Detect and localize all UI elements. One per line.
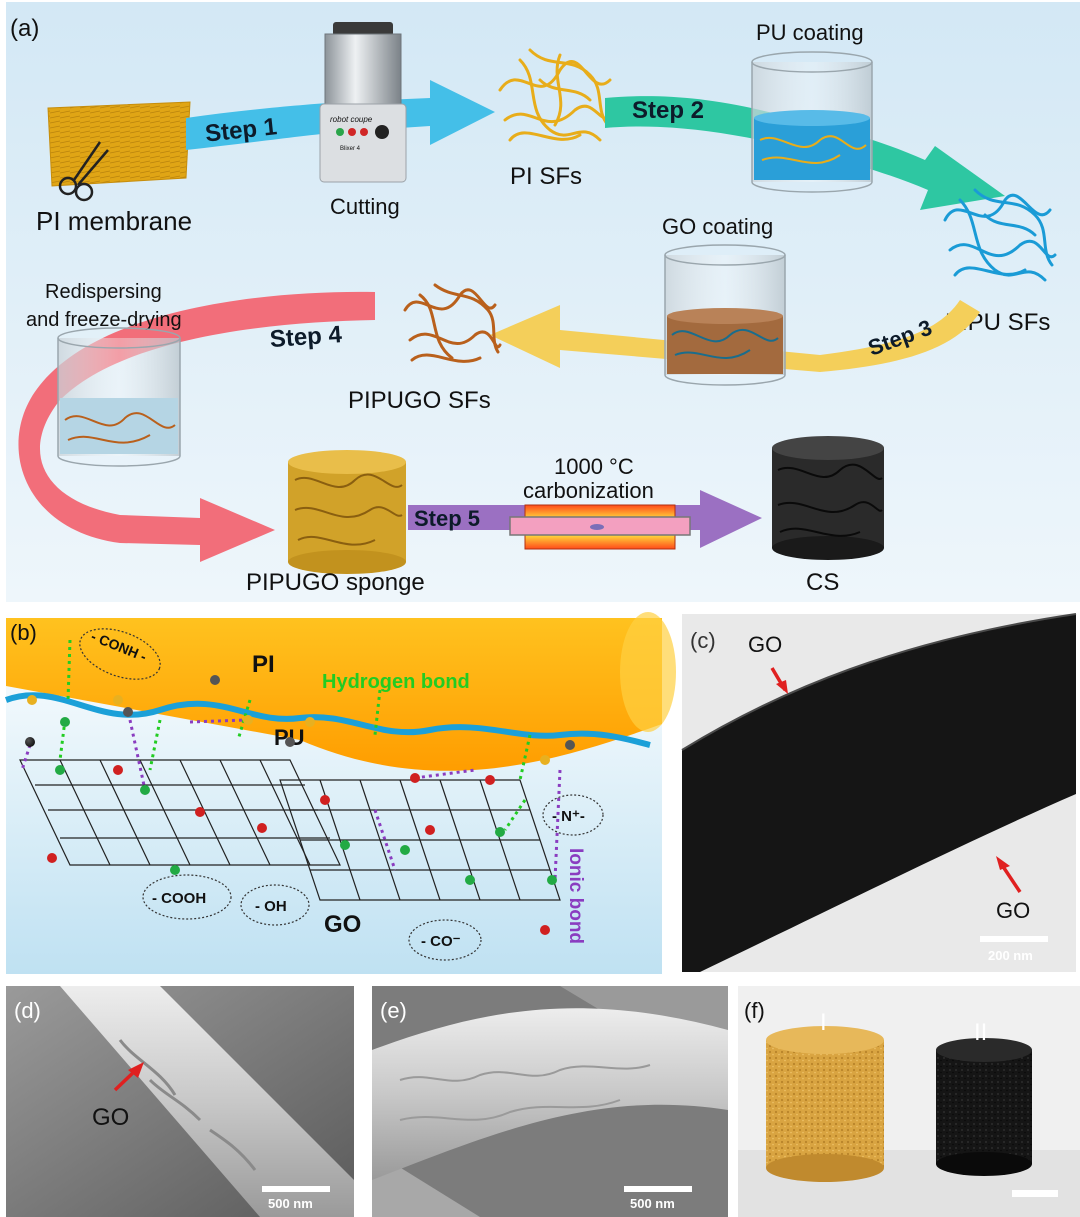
pu-coating-beaker: PU coating xyxy=(751,20,873,193)
go-label-d: GO xyxy=(92,1104,129,1131)
pi-sfs-label: PI SFs xyxy=(510,163,582,190)
step-5-label: Step 5 xyxy=(414,506,480,531)
scale-label-c: 200 nm xyxy=(988,948,1033,963)
arrow-c-top-head xyxy=(776,680,788,694)
pipugo-sfs-label: PIPUGO SFs xyxy=(348,387,491,414)
pi-sfs-cluster xyxy=(498,48,617,142)
redispersing-beaker: Redispersing and freeze-drying xyxy=(26,281,182,467)
co-label: - CO⁻ xyxy=(421,933,461,950)
label-i: I xyxy=(820,1009,827,1036)
pipugo-sfs-cluster xyxy=(403,283,502,363)
ionic-bonds xyxy=(20,718,562,881)
cs-carbon-sponge: CS xyxy=(772,436,884,596)
blender-button-red-2 xyxy=(360,128,368,136)
panel-a: (a) PI membrane Step 1 robot coupe xyxy=(6,2,1080,602)
pipugo-sponge: PIPUGO sponge xyxy=(246,450,425,596)
panel-f-label: (f) xyxy=(744,998,765,1023)
carbonization-furnace: 1000 °C carbonization xyxy=(509,454,691,550)
blender-button-green xyxy=(336,128,344,136)
nplus-label: - N⁺- xyxy=(552,808,585,825)
blender-button-red-1 xyxy=(348,128,356,136)
temperature-label: 1000 °C xyxy=(554,454,634,479)
pi-membrane: PI membrane xyxy=(36,101,192,236)
scale-label-d: 500 nm xyxy=(268,1196,313,1211)
nplus-outline xyxy=(542,794,604,836)
go-coating-label: GO coating xyxy=(662,214,773,239)
scale-bar-c xyxy=(980,936,1048,942)
blender-brand: robot coupe xyxy=(330,115,373,124)
panel-d: (d) GO 500 nm xyxy=(6,986,354,1217)
scissors-icon xyxy=(58,141,109,202)
oh-outline xyxy=(240,884,310,926)
arrow-c-bottom-head xyxy=(996,856,1010,870)
oh-label: - OH xyxy=(255,898,287,915)
co-outline xyxy=(408,919,482,961)
blender-dial xyxy=(375,125,389,139)
panel-f: (f) I II xyxy=(738,986,1080,1217)
pipugo-sponge-label: PIPUGO sponge xyxy=(246,569,425,596)
panel-b-label: (b) xyxy=(10,620,37,645)
carbonization-label: carbonization xyxy=(523,478,654,503)
pu-coating-label: PU coating xyxy=(756,20,864,45)
sem-fiber-d xyxy=(60,986,354,1217)
atoms xyxy=(25,675,575,935)
scale-bar-e xyxy=(624,1186,692,1192)
go-label-c-bottom: GO xyxy=(996,898,1030,923)
go-label-c-top: GO xyxy=(748,632,782,657)
panel-b: (b) PI - CONH - Hydrogen bond PU xyxy=(4,610,676,974)
conh-group-outline xyxy=(79,628,161,680)
label-ii: II xyxy=(974,1019,987,1046)
pi-label: PI xyxy=(252,651,275,678)
panel-e-label: (e) xyxy=(380,998,407,1023)
blender-model: Blixer 4 xyxy=(340,146,361,152)
sem-fiber-e-texture xyxy=(399,1064,651,1121)
panel-d-label: (d) xyxy=(14,998,41,1023)
go-coating-beaker: GO coating xyxy=(662,214,786,386)
go-label-b: GO xyxy=(324,911,361,938)
scale-label-e: 500 nm xyxy=(630,1196,675,1211)
step-2-label: Step 2 xyxy=(632,97,704,124)
pipu-sfs-cluster xyxy=(943,188,1057,282)
cooh-label: - COOH xyxy=(152,890,206,907)
panel-c-label: (c) xyxy=(690,628,716,653)
sponge-i xyxy=(766,1026,884,1182)
panel-a-label: (a) xyxy=(10,15,39,42)
sem-fiber-d-texture xyxy=(118,1039,257,1171)
cooh-outline xyxy=(142,874,232,920)
cs-label: CS xyxy=(806,569,839,596)
cutting-label: Cutting xyxy=(330,194,400,219)
go-sheet-left xyxy=(19,759,341,866)
hydrogen-bond-label: Hydrogen bond xyxy=(322,671,470,693)
panel-e: (e) 500 nm xyxy=(372,986,728,1217)
hydrogen-bonds xyxy=(58,639,532,831)
redispersing-label-line1: Redispersing xyxy=(45,281,162,303)
blender: robot coupe Blixer 4 Cutting xyxy=(319,22,407,219)
pi-membrane-label: PI membrane xyxy=(36,206,192,236)
tem-fiber xyxy=(682,614,1076,972)
step-2-arrow: Step 2 xyxy=(605,96,1005,210)
go-sheet-right xyxy=(279,779,561,901)
sem-fiber-e xyxy=(372,1008,728,1180)
pi-band-end xyxy=(620,612,676,732)
scale-bar-f xyxy=(1012,1190,1058,1197)
pu-chain xyxy=(4,692,651,748)
tem-fiber-edge xyxy=(681,613,1077,751)
step-4-label: Step 4 xyxy=(269,321,343,353)
panel-c: (c) GO GO 200 nm xyxy=(681,613,1077,972)
scale-bar-d xyxy=(262,1186,330,1192)
sponge-ii xyxy=(936,1038,1032,1176)
arrow-d-head xyxy=(128,1062,144,1078)
redispersing-label-line2: and freeze-drying xyxy=(26,309,182,331)
ionic-bond-label: Ionic bond xyxy=(565,848,586,944)
